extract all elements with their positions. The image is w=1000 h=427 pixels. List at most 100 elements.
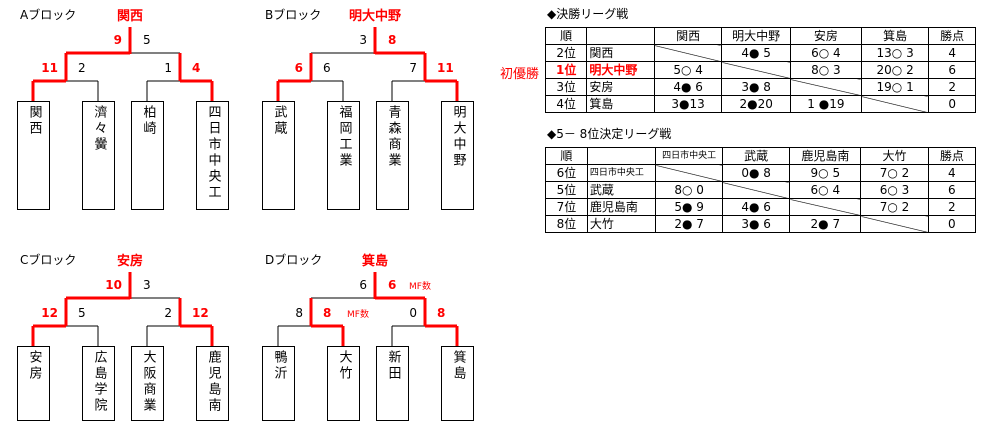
team-box: 関西 — [17, 101, 50, 210]
final-score-right: 8 — [388, 33, 397, 47]
column-header: 大竹 — [860, 147, 929, 165]
result-cell: 2●20 — [721, 95, 791, 113]
team-cell: 安房 — [586, 78, 655, 96]
result-cell: 6○ 4 — [789, 181, 862, 199]
result-cell — [721, 181, 791, 199]
column-header: 武蔵 — [721, 147, 791, 165]
team-name: 安房 — [26, 350, 42, 382]
result-cell: 2● 7 — [789, 215, 862, 233]
team-name: 武蔵 — [271, 105, 287, 137]
rank-cell: 2位 — [544, 44, 588, 62]
block-label: Cブロック — [20, 253, 77, 267]
team-name: 明大中野 — [450, 105, 466, 169]
result-cell: 13○ 3 — [860, 44, 930, 62]
team-name: 新田 — [385, 350, 401, 382]
result-cell: 0● 8 — [721, 164, 791, 182]
semi-score-right: 6 — [323, 61, 331, 75]
team-box: 広島学院 — [82, 346, 115, 421]
team-cell: 明大中野 — [586, 61, 655, 79]
column-header: 勝点 — [927, 147, 977, 165]
result-cell: 6○ 4 — [789, 44, 862, 62]
final-score-left: 10 — [105, 278, 122, 292]
column-header: 安房 — [789, 27, 862, 45]
points-cell: 6 — [928, 61, 976, 79]
block-winner: 安房 — [116, 254, 144, 269]
semi-score-left: 11 — [41, 61, 58, 75]
column-header — [586, 27, 655, 45]
semi-score-left: 0 — [409, 306, 417, 320]
final-score-left: 9 — [113, 33, 122, 47]
team-box: 鴨沂 — [262, 346, 295, 421]
team-box: 明大中野 — [441, 101, 474, 210]
points-cell: 0 — [928, 95, 976, 113]
column-header: 四日市中央工 — [655, 147, 723, 165]
mf-note: MF数 — [347, 310, 369, 320]
semi-score-right: 4 — [192, 61, 201, 75]
team-name: 鹿児島南 — [205, 350, 221, 414]
team-name: 青森商業 — [385, 105, 401, 169]
team-name: 箕島 — [450, 350, 466, 382]
team-box: 安房 — [17, 346, 50, 421]
team-cell: 箕島 — [586, 95, 655, 113]
semi-score-left: 8 — [295, 306, 303, 320]
rank-cell: 7位 — [545, 198, 588, 216]
team-box: 箕島 — [441, 346, 474, 421]
result-cell: 6○ 3 — [860, 181, 929, 199]
rank-cell: 6位 — [545, 164, 588, 182]
column-header: 勝点 — [928, 27, 976, 45]
mf-note: MF数 — [409, 282, 431, 292]
column-header: 鹿児島南 — [789, 147, 862, 165]
final-score-left: 3 — [359, 33, 367, 47]
result-cell — [655, 164, 723, 182]
column-header: 順 — [544, 27, 588, 45]
semi-score-right: 8 — [323, 306, 332, 320]
team-name: 福岡工業 — [336, 105, 352, 169]
result-cell: 19○ 1 — [860, 78, 930, 96]
team-name: 濟々黌 — [91, 105, 107, 153]
block-winner: 関西 — [116, 9, 144, 24]
points-cell: 0 — [927, 215, 977, 233]
column-header: 明大中野 — [721, 27, 791, 45]
column-header: 箕島 — [860, 27, 930, 45]
rank-cell: 4位 — [544, 95, 588, 113]
team-name: 四日市中央工 — [205, 105, 221, 201]
result-cell — [789, 198, 862, 216]
result-cell — [653, 44, 723, 62]
final-score-right: 5 — [143, 33, 151, 47]
placement-league-title: ◆5－ 8位決定リーグ戦 — [547, 127, 672, 141]
points-cell: 2 — [927, 198, 977, 216]
points-cell: 2 — [928, 78, 976, 96]
column-header: 順 — [545, 147, 588, 165]
team-box: 福岡工業 — [327, 101, 360, 210]
team-box: 鹿児島南 — [196, 346, 229, 421]
final-league-title: ◆決勝リーグ戦 — [547, 7, 629, 21]
final-score-right: 6 — [388, 278, 397, 292]
semi-score-left: 6 — [294, 61, 303, 75]
result-cell — [789, 78, 862, 96]
semi-score-left: 2 — [164, 306, 172, 320]
result-cell: 4● 5 — [721, 44, 791, 62]
final-score-left: 6 — [359, 278, 367, 292]
team-cell: 大竹 — [586, 215, 657, 233]
semi-score-right: 2 — [78, 61, 86, 75]
block-winner: 箕島 — [361, 254, 389, 269]
result-cell: 2● 7 — [655, 215, 723, 233]
result-cell: 8○ 3 — [789, 61, 862, 79]
result-cell: 7○ 2 — [860, 198, 929, 216]
team-cell: 鹿児島南 — [586, 198, 657, 216]
semi-score-right: 12 — [192, 306, 209, 320]
points-cell: 4 — [927, 164, 977, 182]
result-cell — [860, 215, 929, 233]
result-cell: 5● 9 — [655, 198, 723, 216]
result-cell: 3●13 — [653, 95, 723, 113]
